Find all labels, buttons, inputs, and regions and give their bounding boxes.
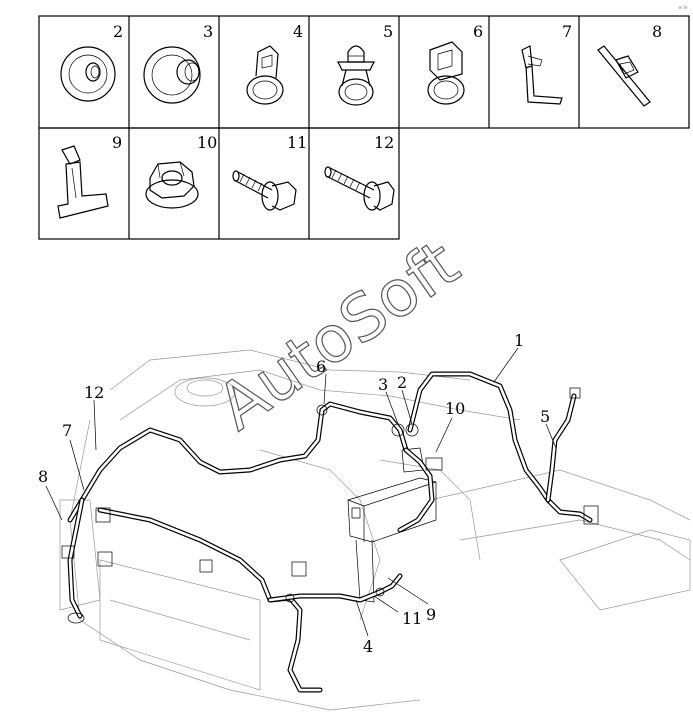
callout-2: 2 bbox=[397, 373, 407, 392]
bracket-clip-icon bbox=[521, 45, 563, 105]
callout-7: 7 bbox=[62, 421, 72, 440]
parts-table: 2 3 4 5 6 7 8 9 10 11 12 bbox=[38, 15, 690, 240]
cell-number-7: 7 bbox=[562, 22, 572, 41]
cable-clip-icon bbox=[597, 45, 651, 107]
flange-bolt-long-icon bbox=[324, 166, 395, 211]
callout-10: 10 bbox=[445, 399, 465, 418]
grommet-icon bbox=[60, 46, 116, 102]
cell-number-11: 11 bbox=[287, 133, 307, 152]
square-clamp-icon bbox=[427, 41, 465, 105]
cell-number-2: 2 bbox=[113, 22, 123, 41]
cell-number-10: 10 bbox=[197, 133, 217, 152]
grommet-large-icon bbox=[143, 46, 201, 104]
callout-4: 4 bbox=[363, 637, 373, 656]
cell-number-6: 6 bbox=[473, 22, 483, 41]
push-pin-clamp-icon bbox=[337, 45, 375, 106]
callout-1: 1 bbox=[514, 331, 524, 350]
cell-number-3: 3 bbox=[203, 22, 213, 41]
flange-bolt-short-icon bbox=[232, 170, 297, 211]
wiring-harness bbox=[61, 371, 599, 693]
vehicle-body-structure bbox=[59, 349, 691, 711]
flange-nut-icon bbox=[145, 161, 199, 209]
callout-8: 8 bbox=[38, 467, 48, 486]
cell-number-4: 4 bbox=[293, 22, 303, 41]
band-clamp-icon bbox=[246, 45, 284, 105]
callout-6: 6 bbox=[316, 357, 326, 376]
callout-3: 3 bbox=[378, 375, 388, 394]
callout-11: 11 bbox=[402, 609, 422, 628]
callout-12: 12 bbox=[84, 383, 104, 402]
cell-number-5: 5 bbox=[383, 22, 393, 41]
cell-number-9: 9 bbox=[112, 133, 122, 152]
corner-mark: «» bbox=[678, 3, 688, 12]
callout-9: 9 bbox=[426, 605, 436, 624]
cell-number-12: 12 bbox=[374, 133, 394, 152]
autosoft-watermark: AutoSoft bbox=[205, 227, 473, 445]
mounting-bracket-icon bbox=[57, 145, 109, 219]
callouts: 1 2 3 4 5 6 7 8 9 10 11 12 bbox=[38, 331, 557, 656]
callout-5: 5 bbox=[540, 407, 550, 426]
cell-number-8: 8 bbox=[652, 22, 662, 41]
